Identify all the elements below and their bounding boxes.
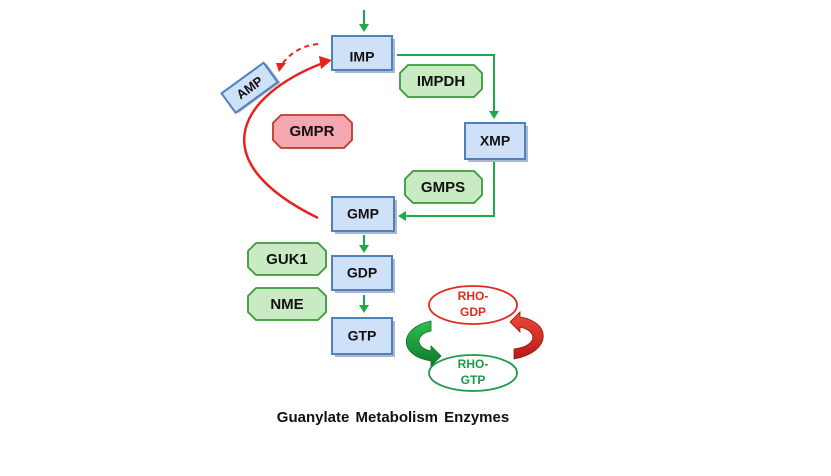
enzyme-impdh: IMPDH — [399, 64, 483, 98]
metabolite-gdp: GDP — [331, 255, 395, 293]
metabolite-xmp: XMP — [464, 122, 528, 162]
imp-label: IMP — [350, 49, 375, 65]
enzyme-nme: NME — [247, 287, 327, 321]
gmps-label: GMPS — [421, 179, 465, 196]
rho-gdp-line2: GDP — [460, 305, 486, 319]
arrow-xmp-to-gmp — [398, 161, 495, 221]
rho-gtp-state: RHO- GTP — [428, 354, 518, 392]
arrow-gdp-to-gtp — [359, 295, 369, 313]
rho-gtp-line1: RHO- — [458, 357, 489, 371]
metabolite-amp: AMP — [220, 61, 281, 115]
enzyme-gmpr: GMPR — [272, 114, 353, 149]
gtp-label: GTP — [348, 328, 377, 344]
metabolite-gmp: GMP — [331, 196, 397, 234]
enzyme-guk1: GUK1 — [247, 242, 327, 276]
impdh-label: IMPDH — [417, 73, 465, 90]
rho-gdp-line1: RHO- — [458, 289, 489, 303]
enzyme-gmps: GMPS — [404, 170, 483, 204]
metabolite-gtp: GTP — [331, 317, 395, 357]
arrow-gmp-to-imp-gmpr — [242, 56, 332, 220]
xmp-label: XMP — [480, 133, 510, 149]
nme-label: NME — [270, 296, 303, 313]
gmpr-label: GMPR — [290, 123, 335, 140]
metabolite-imp: IMP — [331, 35, 395, 73]
rho-activation-arrow — [405, 320, 442, 367]
rho-gtp-line2: GTP — [461, 373, 486, 387]
arrow-imp-to-xmp — [397, 54, 499, 119]
gmp-label: GMP — [347, 206, 379, 222]
arrow-imp-to-amp-dashed — [276, 43, 319, 72]
guk1-label: GUK1 — [266, 251, 308, 268]
diagram-caption: Guanylate Metabolism Enzymes — [276, 409, 510, 426]
arrow-gmp-to-gdp — [359, 235, 369, 253]
rho-gdp-state: RHO- GDP — [428, 285, 518, 325]
gdp-label: GDP — [347, 265, 377, 281]
rho-inactivation-arrow — [509, 311, 544, 360]
input-arrow-to-imp — [359, 10, 369, 32]
